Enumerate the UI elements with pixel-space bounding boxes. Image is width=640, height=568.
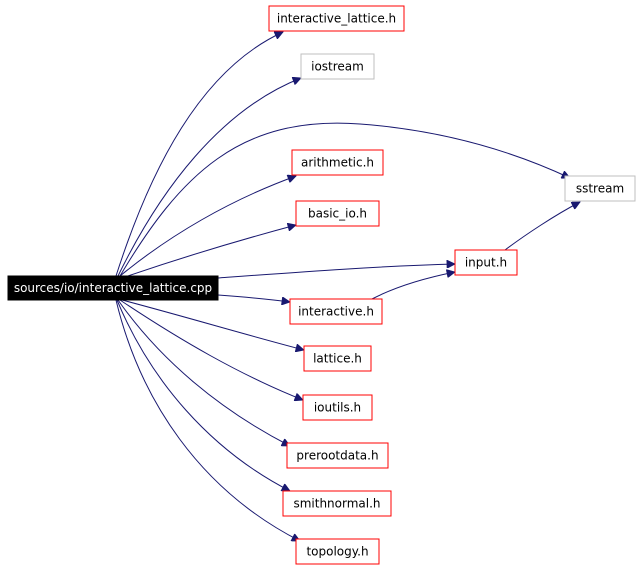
node-label: sstream xyxy=(576,182,624,196)
node-interactive-lattice-h[interactable]: interactive_lattice.h xyxy=(268,5,405,32)
node-iostream: iostream xyxy=(300,53,375,80)
node-box xyxy=(300,53,375,80)
node-input-h[interactable]: input.h xyxy=(454,249,518,276)
node-label: iostream xyxy=(311,60,364,74)
edge-root-to-ioutils_h xyxy=(119,299,303,400)
node-label: interactive.h xyxy=(298,305,374,319)
node-box xyxy=(282,490,392,517)
node-box xyxy=(289,298,383,325)
edge-root-to-arithmetic_h xyxy=(119,176,296,277)
node-smithnormal-h[interactable]: smithnormal.h xyxy=(282,490,392,517)
node-box xyxy=(295,538,380,565)
node-interactive-h[interactable]: interactive.h xyxy=(289,298,383,325)
node-topology-h[interactable]: topology.h xyxy=(295,538,380,565)
node-label: lattice.h xyxy=(313,352,362,366)
edge-root-to-basic_io_h xyxy=(121,225,296,279)
node-label: arithmetic.h xyxy=(301,156,374,170)
node-label: smithnormal.h xyxy=(293,497,380,511)
edge-root-to-smithnormal_h xyxy=(116,299,290,492)
node-label: ioutils.h xyxy=(314,401,361,415)
node-label: basic_io.h xyxy=(308,207,367,221)
edge-root-to-lattice_h xyxy=(121,299,304,350)
node-box xyxy=(291,149,384,176)
edge-root-to-interactive_h xyxy=(217,294,290,302)
node-box xyxy=(303,345,372,372)
node-ioutils-h[interactable]: ioutils.h xyxy=(302,394,373,421)
node-label: prerootdata.h xyxy=(296,449,378,463)
node-prerootdata-h[interactable]: prerootdata.h xyxy=(286,442,389,469)
node-lattice-h[interactable]: lattice.h xyxy=(303,345,372,372)
node-label: topology.h xyxy=(306,545,368,559)
edge-interactive_h-to-input_h xyxy=(371,272,455,300)
edge-root-to-prerootdata_h xyxy=(117,299,290,447)
node-box xyxy=(564,175,636,202)
edge-root-to-topology_h xyxy=(115,299,300,542)
node-label: input.h xyxy=(465,256,507,270)
node-box xyxy=(302,394,373,421)
edge-root-to-interactive_lattice_h xyxy=(115,32,283,277)
node-box xyxy=(454,249,518,276)
edge-root-to-input_h xyxy=(217,264,455,279)
nodes-layer: sources/io/interactive_lattice.cppintera… xyxy=(7,5,636,565)
node-root[interactable]: sources/io/interactive_lattice.cpp xyxy=(7,275,219,301)
node-box xyxy=(295,200,380,227)
node-basic-io-h[interactable]: basic_io.h xyxy=(295,200,380,227)
edge-input_h-to-sstream xyxy=(504,201,580,251)
node-box xyxy=(286,442,389,469)
node-box xyxy=(7,275,219,301)
node-label: interactive_lattice.h xyxy=(277,12,396,26)
edge-root-to-sstream xyxy=(119,122,570,277)
edge-root-to-iostream xyxy=(117,78,301,277)
edges-layer xyxy=(115,32,580,542)
node-label: sources/io/interactive_lattice.cpp xyxy=(14,281,212,295)
node-box xyxy=(268,5,405,32)
node-arithmetic-h[interactable]: arithmetic.h xyxy=(291,149,384,176)
node-sstream: sstream xyxy=(564,175,636,202)
